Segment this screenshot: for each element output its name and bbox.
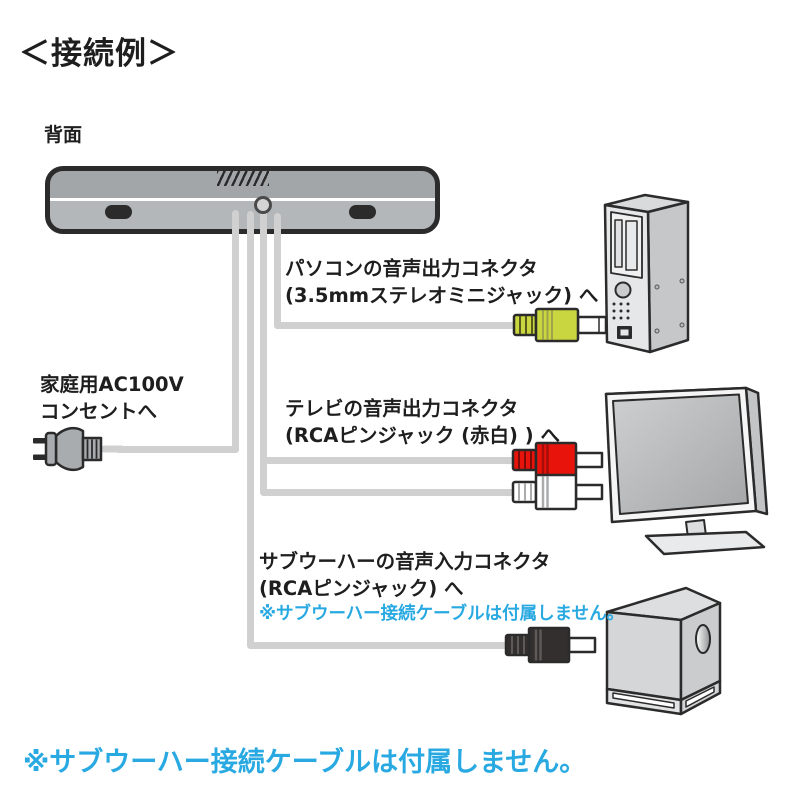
- stereo-mini-plug-icon: [512, 307, 608, 343]
- page-title: ＜接続例＞: [19, 36, 179, 72]
- desktop-pc-illustration: [603, 193, 690, 354]
- ac-prong-top: [33, 438, 48, 444]
- cable-subwoofer-horizontal: [247, 641, 510, 649]
- cable-tv-vertical: [259, 202, 267, 494]
- pc-vent-dots: [612, 302, 630, 320]
- label-tv-connection: テレビの音声出力コネクタ (RCAピンジャック (赤白) ) へ: [285, 395, 560, 449]
- tv-illustration: [604, 386, 769, 556]
- label-subwoofer-connection: サブウーハーの音声入力コネクタ (RCAピンジャック) へ ※サブウーハー接続ケ…: [259, 548, 624, 627]
- label-pc-line2: (3.5mmステレオミニジャック) へ: [285, 284, 599, 307]
- soundbar-cable-grommet: [254, 196, 272, 214]
- cable-ac-horizontal: [115, 446, 239, 453]
- rear-panel-label: 背面: [44, 124, 83, 146]
- label-pc-connection: パソコンの音声出力コネクタ (3.5mmステレオミニジャック) へ: [285, 255, 598, 309]
- cable-ac-vertical: [232, 210, 239, 453]
- cable-tv-white-horizontal: [260, 488, 518, 496]
- pc-screws: [654, 278, 685, 334]
- label-pc-line1: パソコンの音声出力コネクタ: [285, 257, 538, 280]
- soundbar-vent-icon: [217, 169, 269, 186]
- ac-power-plug-icon: [33, 426, 125, 472]
- tv-screen: [612, 393, 749, 515]
- soundbar-mount-slot-left: [105, 205, 132, 219]
- label-tv-line1: テレビの音声出力コネクタ: [285, 397, 519, 420]
- label-ac-line1: 家庭用AC100V: [40, 373, 184, 396]
- subwoofer-cable-note: ※サブウーハー接続ケーブルは付属しません。: [259, 604, 625, 624]
- rca-plug-red-icon: [511, 441, 604, 479]
- label-subwoofer-line1: サブウーハーの音声入力コネクタ: [259, 550, 551, 573]
- rca-plug-white-icon: [511, 473, 604, 511]
- footer-note: ※サブウーハー接続ケーブルは付属しません。: [23, 747, 587, 778]
- cable-subwoofer-vertical: [246, 211, 254, 648]
- label-tv-line2: (RCAピンジャック (赤白) ) へ: [285, 424, 560, 447]
- cable-pc-horizontal: [274, 321, 518, 329]
- subwoofer-port-hole: [695, 624, 711, 654]
- label-subwoofer-line2: (RCAピンジャック) へ: [259, 577, 464, 600]
- subwoofer-illustration: [605, 586, 722, 716]
- label-ac-line2: コンセントへ: [40, 400, 158, 423]
- soundbar-mount-slot-right: [349, 205, 376, 219]
- pc-power-button: [614, 281, 632, 299]
- cable-tv-red-horizontal: [260, 456, 518, 464]
- ac-prong-bottom: [33, 454, 48, 460]
- cable-pc-vertical: [273, 213, 281, 329]
- tv-stand-base: [644, 530, 766, 556]
- rca-plug-black-icon: [504, 626, 597, 664]
- label-ac-connection: 家庭用AC100V コンセントへ: [40, 371, 184, 425]
